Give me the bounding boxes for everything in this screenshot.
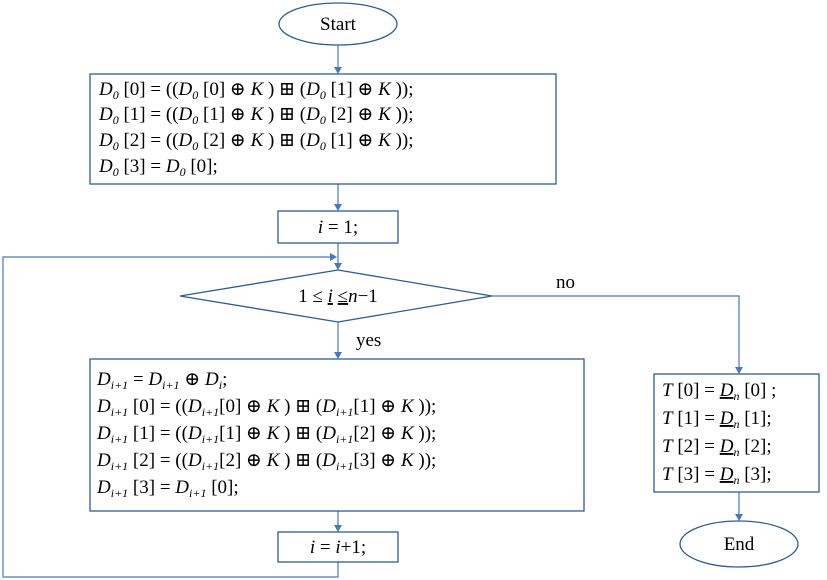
edge-loop-back [2,256,339,578]
loop-line-3: Di+1 [2] = ((Di+1[2] ⊕ K ) ⊞ (Di+1[3] ⊕ … [96,450,436,473]
init-process: D0 [0] = ((D0 [0] ⊕ K ) ⊞ (D0 [1] ⊕ K ))… [89,73,557,185]
arrowhead-condition [334,263,342,270]
loop-line-0: Di+1 = Di+1 ⊕ Di; [96,369,227,392]
edge-condition-no [492,295,740,367]
end-label: End [724,534,755,555]
init-line-1: D0 [1] = ((D0 [1] ⊕ K ) ⊞ (D0 [2] ⊕ K ))… [98,104,414,127]
output-line-1: T [1] = Dn [1]; [662,408,772,431]
condition-decision: 1 ≤ i ≤n−1 [179,269,493,323]
arrowhead-loop [334,352,342,359]
arrowhead-init [334,67,342,74]
init-line-3: D0 [3] = D0 [0]; [98,156,218,179]
output-line-3: T [3] = Dn [3]; [662,464,772,487]
end-node: End [679,520,799,568]
init-i-label: i = 1; [318,217,358,238]
loop-line-2: Di+1 [1] = ((Di+1[1] ⊕ K ) ⊞ (Di+1[2] ⊕ … [96,423,436,446]
init-i-process: i = 1; [277,210,399,244]
loop-line-4: Di+1 [3] = Di+1 [0]; [96,477,239,500]
connectors [2,45,743,578]
loop-line-1: Di+1 [0] = ((Di+1[0] ⊕ K ) ⊞ (Di+1[1] ⊕ … [96,396,436,419]
output-line-0: T [0] = Dn [0] ; [662,380,776,403]
start-label: Start [320,14,357,35]
init-line-2: D0 [2] = ((D0 [2] ⊕ K ) ⊞ (D0 [1] ⊕ K ))… [98,130,414,153]
condition-label: 1 ≤ i ≤n−1 [298,286,378,307]
init-line-0: D0 [0] = ((D0 [0] ⊕ K ) ⊞ (D0 [1] ⊕ K ))… [98,79,414,102]
increment-label: i = i+1; [310,537,366,558]
output-line-2: T [2] = Dn [2]; [662,436,772,459]
output-process: T [0] = Dn [0] ; T [1] = Dn [1]; T [2] =… [653,373,820,493]
arrowhead-end [735,514,743,521]
arrowhead-i [334,204,342,211]
arrowhead-loop-back [330,253,337,261]
start-node: Start [278,2,398,46]
edge-label-yes: yes [356,330,381,351]
increment-process: i = i+1; [277,531,399,563]
loop-process: Di+1 = Di+1 ⊕ Di; Di+1 [0] = ((Di+1[0] ⊕… [89,358,585,512]
arrowhead-output [735,367,743,374]
edge-label-no: no [556,272,575,293]
arrowhead-increment [334,525,342,532]
